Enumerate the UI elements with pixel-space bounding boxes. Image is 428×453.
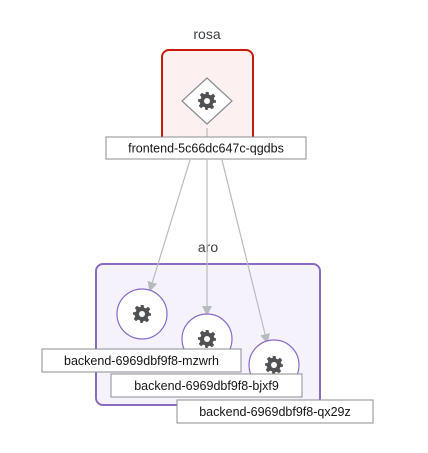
node-backend-3-label-box[interactable] [176,399,374,424]
edges [147,128,270,344]
node-backend-1-label: backend-6969dbf9f8-mzwrh [64,354,219,368]
node-frontend-label-box[interactable] [105,136,307,160]
group-aro-title: aro [198,239,218,255]
node-backend-3-label-group[interactable]: backend-6969dbf9f8-qx29z [176,399,374,424]
gear-icon [198,330,216,348]
edge-frontend-backend-3[interactable] [221,159,270,344]
node-backend-2-label-group[interactable]: backend-6969dbf9f8-bjxf9 [110,373,303,398]
gear-icon [198,92,216,110]
edge-frontend-backend-1[interactable] [147,159,191,292]
node-backend-1-label-group[interactable]: backend-6969dbf9f8-mzwrh [41,348,242,373]
node-backend-1[interactable] [116,288,168,340]
group-rosa-title: rosa [193,26,220,42]
node-frontend[interactable]: frontend-5c66dc647c-qgdbs [105,77,307,160]
gear-icon [133,305,151,323]
node-backend-1-label-box[interactable] [41,348,242,373]
node-backend-3-label: backend-6969dbf9f8-qx29z [199,405,351,419]
node-frontend-label: frontend-5c66dc647c-qgdbs [128,142,284,156]
gear-icon [265,356,283,374]
node-backend-2-label-box[interactable] [110,373,303,398]
node-backend-2-label: backend-6969dbf9f8-bjxf9 [134,379,279,393]
